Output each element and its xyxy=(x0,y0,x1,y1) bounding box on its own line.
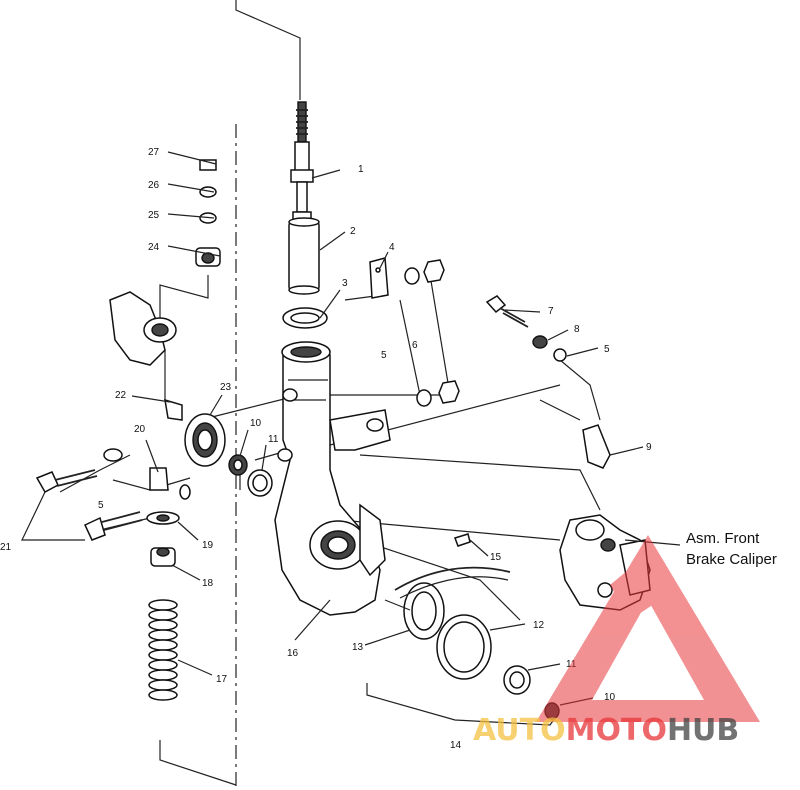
callout-6: 6 xyxy=(412,340,418,351)
callout-4: 4 xyxy=(389,242,395,253)
caption-line-2: Brake Caliper xyxy=(686,551,777,568)
callout-15: 15 xyxy=(490,552,502,563)
callout-11a: 11 xyxy=(268,434,279,445)
callout-24: 24 xyxy=(148,242,160,253)
callout-7: 7 xyxy=(548,306,554,317)
callout-26: 26 xyxy=(148,180,160,191)
callout-9: 9 xyxy=(646,442,652,453)
callout-1: 1 xyxy=(358,164,364,175)
watermark-moto: MOTO xyxy=(566,713,667,748)
caption-brake-caliper: Asm. Front Brake Caliper xyxy=(686,530,777,568)
seal-ring xyxy=(282,307,328,329)
callout-22: 22 xyxy=(115,390,127,401)
bearing-set-left xyxy=(228,454,273,497)
callout-10b: 10 xyxy=(604,692,616,703)
callout-2: 2 xyxy=(350,226,356,237)
callout-19: 19 xyxy=(202,540,214,551)
bolt-washer-set-right xyxy=(485,295,611,469)
callout-5b: 5 xyxy=(604,344,610,355)
coil-spring xyxy=(148,599,178,701)
callout-8: 8 xyxy=(574,324,580,335)
callout-10a: 10 xyxy=(250,418,262,429)
control-arm-fragment xyxy=(109,291,177,366)
callout-18: 18 xyxy=(202,578,214,589)
watermark-wordmark: AUTOMOTOHUB xyxy=(473,713,739,748)
callout-5c: 5 xyxy=(98,500,104,511)
callout-3: 3 xyxy=(342,278,348,289)
caption-line-1: Asm. Front xyxy=(686,530,760,547)
callout-27: 27 xyxy=(148,147,160,158)
callout-17: 17 xyxy=(216,674,228,685)
callout-16: 16 xyxy=(287,648,299,659)
callout-25: 25 xyxy=(148,210,160,221)
svg-text:AUTOMOTOHUB: AUTOMOTOHUB xyxy=(473,713,739,748)
callout-5a: 5 xyxy=(381,350,387,361)
watermark-hub: HUB xyxy=(667,713,739,748)
lower-bolt-set xyxy=(35,448,191,567)
callout-13: 13 xyxy=(352,642,364,653)
nut-washer-stack xyxy=(195,159,221,267)
watermark-triangle-icon xyxy=(536,535,760,722)
brake-cable xyxy=(394,533,511,599)
bracket-and-washers xyxy=(369,257,460,407)
strut-assembly xyxy=(288,101,320,295)
watermark-auto: AUTO xyxy=(473,713,566,748)
callout-numbers: 1 2 3 4 5 6 7 8 5 9 27 26 25 24 22 23 10… xyxy=(0,147,652,751)
stud-and-bushing xyxy=(164,398,226,467)
callout-14: 14 xyxy=(450,740,462,751)
callout-21: 21 xyxy=(0,542,12,553)
watermark-logo xyxy=(536,535,760,722)
callout-23: 23 xyxy=(220,382,232,393)
callout-20: 20 xyxy=(134,424,146,435)
callout-12: 12 xyxy=(533,620,545,631)
wheel-bearing-set xyxy=(384,582,560,720)
spindle-housing xyxy=(274,341,391,616)
